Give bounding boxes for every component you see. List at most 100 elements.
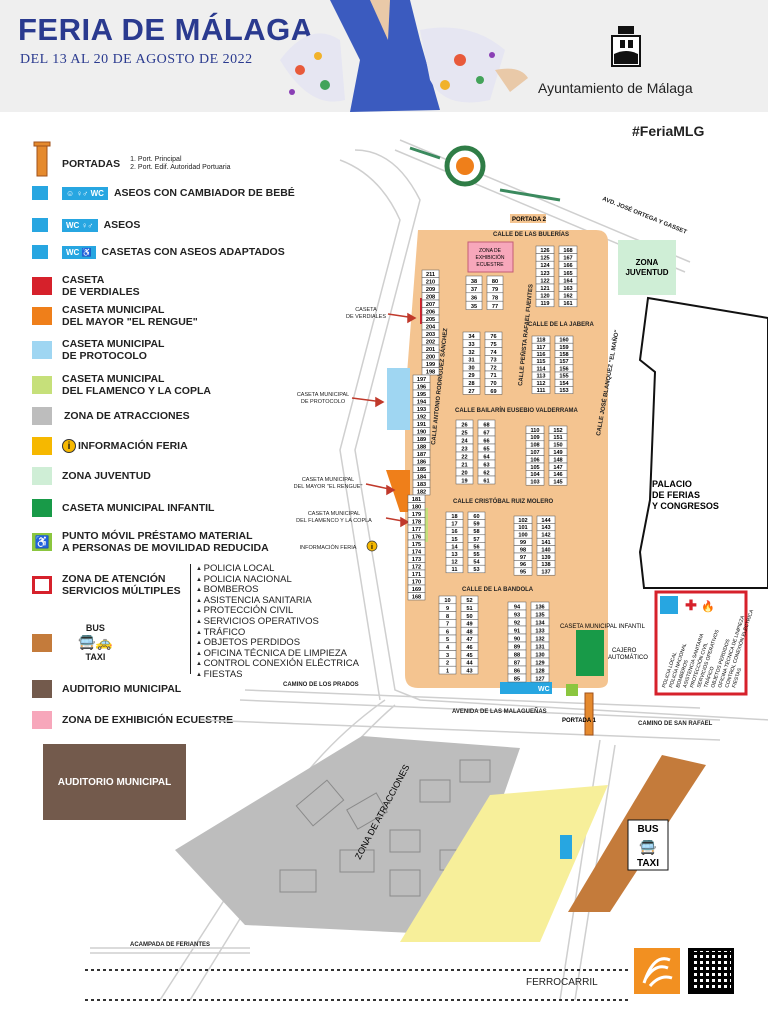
bus-swatch	[32, 633, 52, 652]
caseta-number: 146	[553, 472, 562, 478]
callout-label: CASETA	[355, 307, 377, 313]
legend-label: SERVICIOS MÚLTIPLES	[62, 585, 181, 597]
aseos-swatch	[32, 245, 48, 259]
caseta-number: 206	[426, 309, 435, 315]
caseta-number: 63	[483, 462, 489, 468]
bus-taxi-icon: 🚍	[639, 839, 657, 856]
caseta-number: 182	[417, 489, 426, 495]
caseta-number: 114	[536, 366, 546, 372]
caseta-number: 193	[417, 407, 426, 413]
caseta-plot	[525, 477, 545, 486]
caseta-number: 66	[483, 438, 489, 444]
caseta-number: 172	[412, 564, 421, 570]
caseta-number: 140	[541, 547, 550, 553]
ecuestre-label: EXHIBICIÓN	[476, 254, 505, 261]
legend-label: PUNTO MÓVIL PRÉSTAMO MATERIAL	[62, 530, 253, 542]
caseta-number: 65	[483, 446, 489, 452]
bus-taxi-sign	[627, 819, 669, 871]
caseta-number: 94	[514, 604, 521, 610]
qr-code[interactable]	[688, 948, 734, 994]
aseos-mark	[500, 682, 552, 694]
caseta-number: 29	[468, 373, 474, 379]
caseta-number: 98	[520, 547, 526, 553]
caseta-number: 209	[426, 287, 435, 293]
caseta-number: 78	[492, 296, 498, 302]
legend-bus-taxi: BUS 🚍🚕 TAXI	[32, 622, 113, 663]
caseta-number: 17	[451, 522, 457, 528]
street-label: ACAMPADA DE FERIANTES	[130, 942, 210, 948]
caseta-number: 184	[417, 474, 427, 480]
callout-label: INFORMACIÓN FERIA	[300, 544, 357, 551]
caseta-number: 121	[540, 286, 549, 292]
caseta-number: 129	[535, 660, 544, 666]
legend-label: ZONA DE ATENCIÓN	[62, 573, 166, 585]
caseta-number: 8	[446, 614, 449, 620]
legend-label: CASETA MUNICIPAL	[62, 373, 165, 385]
caseta-number: 135	[535, 612, 544, 618]
legend-verdiales: CASETA DE VERDIALES	[32, 274, 140, 298]
caseta-number: 105	[530, 465, 539, 471]
legend-auditorio: AUDITORIO MUNICIPAL	[32, 680, 181, 698]
caseta-number: 25	[461, 430, 467, 436]
ecuestre-swatch	[32, 711, 52, 729]
legend-aseos: WC ♀♂ ASEOS	[32, 218, 140, 232]
casetas-layer: 2112102092082072062052042032022012001991…	[407, 245, 578, 682]
caseta-number: 24	[461, 438, 468, 444]
caseta-number: 53	[473, 567, 479, 573]
caseta-number: 60	[473, 514, 479, 520]
caseta-number: 123	[540, 271, 549, 277]
caseta-number: 55	[473, 552, 479, 558]
legend-label: CASETA MUNICIPAL INFANTIL	[62, 502, 215, 514]
ecuestre-label: ZONA DE	[479, 248, 502, 254]
caseta-number: 86	[514, 668, 520, 674]
info-icon: i	[62, 439, 76, 453]
caseta-number: 32	[468, 350, 474, 356]
accessible-wc-icon: WC ♿	[62, 245, 96, 259]
caseta-number: 18	[451, 514, 457, 520]
header-banner: FERIA DE MÁLAGA DEL 13 AL 20 DE AGOSTO D…	[0, 0, 768, 112]
atracciones-swatch	[32, 407, 52, 425]
legend-aseos-bebe: ☺ ♀♂ WC ASEOS CON CAMBIADOR DE BEBÉ	[32, 186, 295, 200]
callout-arrows	[351, 312, 417, 528]
caseta-number: 189	[417, 437, 426, 443]
caseta-plot	[455, 475, 474, 485]
caseta-number: 155	[559, 374, 568, 380]
caseta-number: 33	[468, 342, 474, 348]
caseta-number: 95	[520, 570, 526, 576]
caseta-number: 127	[535, 676, 544, 682]
baby-wc-icon: ☺ ♀♂ WC	[62, 186, 108, 200]
caseta-number: 34	[468, 334, 475, 340]
caseta-number: 126	[540, 248, 549, 254]
caseta-number: 183	[417, 482, 426, 488]
caseta-number: 204	[426, 324, 436, 330]
callout-label: DE PROTOCOLO	[301, 399, 346, 405]
juventud-label: ZONA	[636, 258, 659, 267]
legend-label: PORTADAS	[62, 158, 121, 170]
caseta-plot	[438, 665, 457, 675]
caseta-number: 2	[446, 661, 449, 667]
ecuestre-label: ECUESTRE	[476, 262, 504, 268]
caseta-number: 207	[426, 302, 435, 308]
legend-label: ZONA DE EXHIBICIÓN ECUESTRE	[62, 714, 234, 726]
movil-point	[566, 684, 578, 696]
caseta-plot	[536, 567, 556, 576]
caseta-number: 109	[530, 435, 539, 441]
service-item: ASISTENCIA SANITARIA	[196, 595, 371, 607]
aseos-mark	[560, 835, 572, 859]
legend-label: BUS	[85, 623, 105, 633]
caseta-number: 10	[444, 598, 450, 604]
legend-label: ASEOS	[103, 219, 141, 231]
street-label: CAMINO DE SAN RAFAEL	[638, 721, 713, 727]
caseta-number: 14	[451, 544, 458, 550]
caseta-number: 67	[483, 430, 489, 436]
ecuestre-zone	[467, 241, 514, 273]
caseta-number: 203	[426, 332, 435, 338]
caseta-number: 76	[490, 334, 496, 340]
yellow-zone	[400, 785, 608, 942]
caseta-number: 202	[426, 339, 435, 345]
caseta-number: 97	[520, 555, 526, 561]
caseta-number: 36	[471, 296, 477, 302]
caseta-number: 199	[426, 362, 435, 368]
caseta-number: 15	[451, 537, 457, 543]
caseta-number: 100	[518, 533, 527, 539]
